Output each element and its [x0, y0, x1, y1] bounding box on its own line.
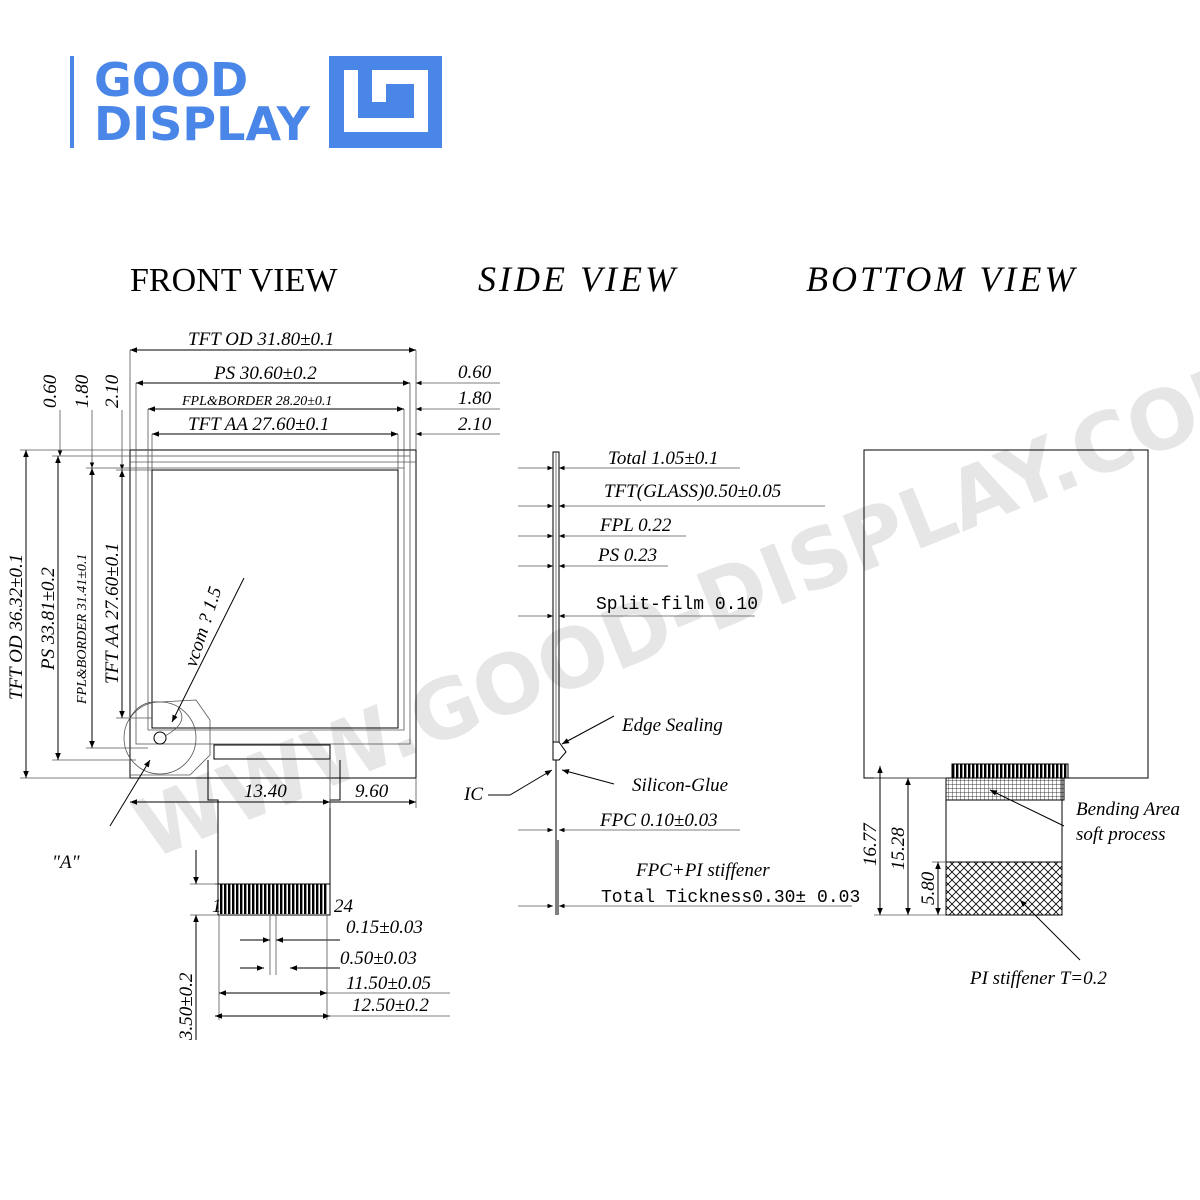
pin-24-label: 24 — [334, 896, 354, 917]
dim-left-060: 0.60 — [40, 374, 61, 408]
dim-tft-od-width: TFT OD 31.80±0.1 — [188, 329, 334, 350]
bottom-pi-stiffener: PI stiffener T=0.2 — [969, 968, 1107, 989]
ic-strip — [213, 744, 331, 760]
side-silicon-glue: Silicon-Glue — [632, 775, 728, 796]
dim-960: 9.60 — [355, 781, 389, 802]
logo-text-line2: DISPLAY — [94, 97, 311, 151]
bottom-view: Bending Area soft process PI stiffener T… — [860, 449, 1180, 989]
bottom-bending-area: Bending Area — [1076, 799, 1180, 820]
detail-a-label: "A" — [52, 852, 81, 873]
ps-outline — [135, 455, 411, 745]
pin-1-label: 1 — [212, 896, 222, 917]
bottom-view-title: BOTTOM VIEW — [806, 259, 1077, 299]
side-fpl: FPL 0.22 — [599, 515, 672, 536]
dim-015: 0.15±0.03 — [346, 917, 423, 938]
dim-1150: 11.50±0.05 — [346, 973, 431, 994]
side-total: Total 1.05±0.1 — [608, 448, 719, 469]
bottom-dim-1528: 15.28 — [888, 827, 909, 870]
dim-tft-od-height: TFT OD 36.32±0.1 — [6, 554, 27, 700]
pi-stiffener — [945, 861, 1063, 916]
bottom-dim-580: 5.80 — [918, 871, 939, 905]
logo-bar — [70, 56, 74, 148]
dim-050: 0.50±0.03 — [340, 948, 417, 969]
side-tft-glass: TFT(GLASS)0.50±0.05 — [604, 481, 781, 502]
bending-area — [945, 777, 1065, 801]
dim-1250: 12.50±0.2 — [352, 995, 429, 1016]
side-view-title: SIDE VIEW — [478, 259, 678, 299]
active-area — [151, 469, 399, 729]
bottom-connector-pins — [951, 763, 1069, 779]
front-view: vcom ? 1.5 "A" TFT OD 31.80±0.1 PS 30.60… — [6, 329, 500, 1041]
side-view: Total 1.05±0.1 TFT(GLASS)0.50±0.05 FPL 0… — [463, 448, 860, 915]
dim-1340: 13.40 — [244, 781, 287, 802]
dim-tft-aa-width: TFT AA 27.60±0.1 — [188, 414, 329, 435]
logo-text-line1: GOOD — [94, 53, 248, 107]
dim-ps-width: PS 30.60±0.2 — [213, 363, 317, 384]
side-split-film: Split-film 0.10 — [596, 595, 758, 615]
dim-left-210: 2.10 — [102, 374, 123, 408]
logo-mark-icon — [329, 56, 442, 148]
side-ps: PS 0.23 — [597, 545, 657, 566]
bottom-soft-process: soft process — [1076, 824, 1166, 845]
vcom-pad — [153, 731, 167, 745]
dim-right-180: 1.80 — [458, 388, 492, 409]
dim-fpl-border-height: FPL&BORDER 31.41±0.1 — [75, 554, 90, 705]
fpc-pins — [219, 884, 327, 914]
bottom-dim-1677: 16.77 — [860, 822, 881, 866]
fpl-border-outline — [147, 467, 405, 731]
detail-a-circle — [123, 701, 197, 775]
dim-ps-height: PS 33.81±0.2 — [38, 567, 59, 671]
dim-left-180: 1.80 — [72, 374, 93, 408]
dim-tft-aa-height: TFT AA 27.60±0.1 — [102, 543, 123, 684]
dim-right-060: 0.60 — [458, 362, 492, 383]
dim-right-210: 2.10 — [458, 414, 492, 435]
side-fpc: FPC 0.10±0.03 — [599, 810, 718, 831]
dim-350: 3.50±0.2 — [176, 972, 197, 1041]
edge-ic-area — [552, 741, 567, 761]
side-edge-sealing: Edge Sealing — [621, 715, 723, 736]
brand-logo: GOOD DISPLAY — [70, 53, 442, 151]
front-view-title: FRONT VIEW — [130, 262, 338, 299]
side-fpc-pi: FPC+PI stiffener — [635, 860, 770, 881]
side-total-thickness: Total Tickness0.30± 0.03 — [601, 888, 860, 908]
dim-fpl-border-width: FPL&BORDER 28.20±0.1 — [181, 394, 332, 409]
tft-outline — [129, 449, 417, 779]
side-ic: IC — [463, 784, 483, 805]
